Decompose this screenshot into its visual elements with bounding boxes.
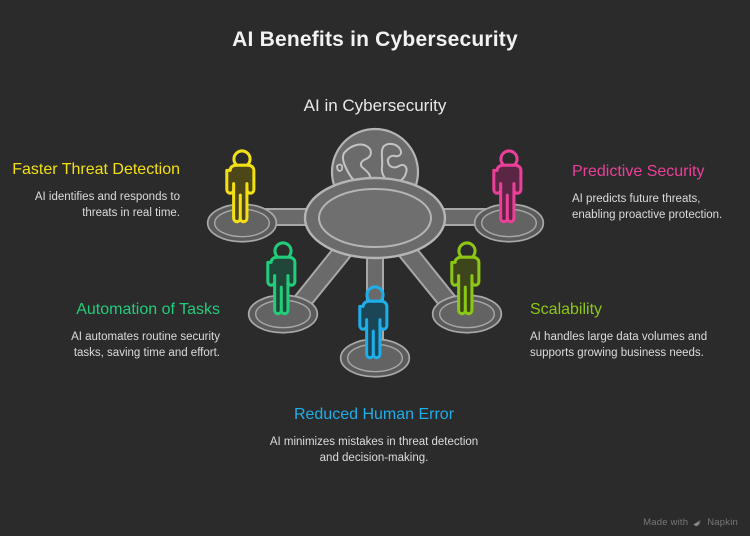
callout-heading-automation-of-tasks: Automation of Tasks [76, 301, 220, 318]
platform-scalability [431, 294, 503, 334]
hub-group [303, 127, 447, 260]
person-icon-automation-of-tasks [266, 241, 297, 316]
callout-body-faster-threat-detection: AI identifies and responds to threats in… [34, 191, 180, 220]
platform-faster-threat-detection [206, 203, 278, 243]
spoke-to-faster-threat-detection [235, 208, 387, 226]
watermark: Made with Napkin [643, 517, 738, 528]
callout-heading-faster-threat-detection: Faster Threat Detection [12, 161, 180, 178]
platform-predictive-security [473, 203, 545, 243]
napkin-leaf-icon [692, 517, 703, 528]
spoke-to-automation-of-tasks [286, 212, 377, 318]
spoke-connectors [235, 208, 517, 363]
globe-icon [330, 127, 420, 217]
hub-platform [303, 176, 447, 260]
callout-faster-threat-detection: Faster Threat Detection AI identifies an… [8, 160, 180, 222]
spoke-to-reduced-human-error [366, 211, 384, 363]
callout-automation-of-tasks: Automation of Tasks AI automates routine… [44, 300, 220, 362]
platform-automation-of-tasks [247, 294, 319, 334]
callout-heading-scalability: Scalability [530, 301, 603, 318]
spoke-to-predictive-security [365, 208, 517, 226]
watermark-brand: Napkin [707, 517, 738, 528]
callout-body-scalability: AI handles large data volumes and suppor… [530, 331, 708, 360]
watermark-prefix: Made with [643, 517, 689, 528]
person-icon-scalability [450, 241, 481, 316]
platform-reduced-human-error [339, 338, 411, 378]
person-icon-faster-threat-detection [225, 149, 256, 224]
hub-label: AI in Cybersecurity [303, 96, 447, 115]
page-title: AI Benefits in Cybersecurity [232, 28, 518, 51]
spoke-to-scalability [373, 212, 464, 318]
person-icon-reduced-human-error [358, 285, 389, 360]
callout-scalability: Scalability AI handles large data volume… [530, 300, 712, 362]
callout-heading-predictive-security: Predictive Security [572, 163, 705, 180]
node-platforms [206, 203, 545, 378]
callout-body-reduced-human-error: AI minimizes mistakes in threat detectio… [269, 436, 479, 465]
callout-predictive-security: Predictive Security AI predicts future t… [572, 162, 746, 224]
node-figures [225, 149, 523, 360]
callout-heading-reduced-human-error: Reduced Human Error [293, 406, 455, 423]
callout-body-predictive-security: AI predicts future threats, enabling pro… [572, 193, 723, 222]
person-icon-predictive-security [492, 149, 523, 224]
callout-body-automation-of-tasks: AI automates routine security tasks, sav… [71, 331, 220, 360]
callout-reduced-human-error: Reduced Human Error AI minimizes mistake… [262, 405, 486, 467]
